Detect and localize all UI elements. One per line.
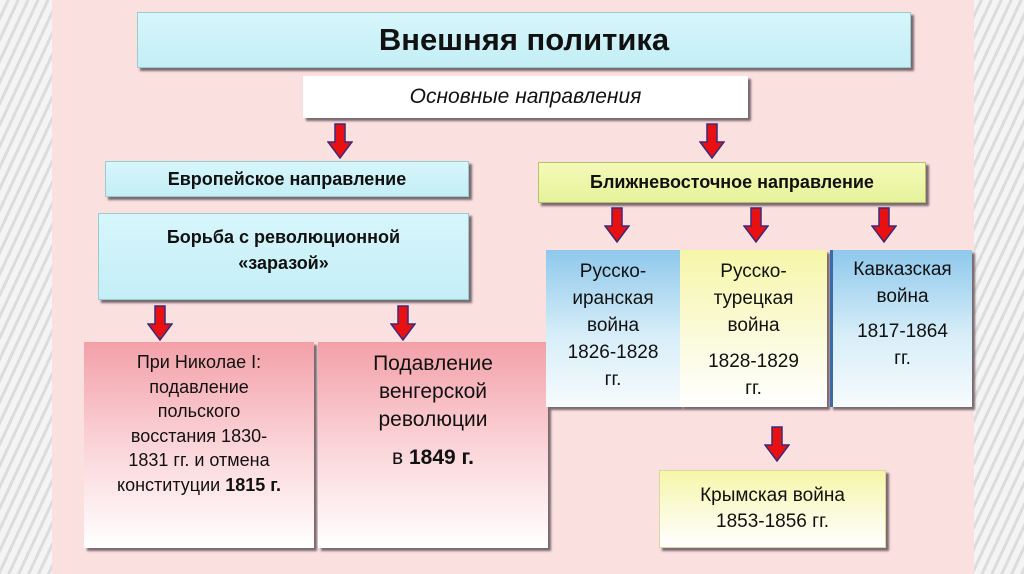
hungary-year-line: в 1849 г. [392,444,474,472]
nicholas-line: При Николае I: [136,352,262,372]
nicholas-line: подавление [149,376,249,397]
war-line: война [727,315,780,336]
nicholas-year: 1815 г. [225,474,281,495]
arrow-down-icon [390,305,416,341]
war-line: Русско- [720,261,787,282]
nicholas-line: 1831 гг. и отмена [128,450,270,470]
europe-heading-box: Европейское направление [105,161,469,197]
hungary-line: Подавление [373,352,493,375]
europe-goal-line: Борьба с революционной [166,227,401,247]
nicholas-box: При Николае I: подавление польского восс… [84,342,314,548]
arrow-down-icon [743,207,769,243]
war-line: иранская [572,288,654,309]
arrow-down-icon [604,207,630,243]
war-line: война [876,286,929,307]
war-box-russo-persian: Русско- иранская война 1826-1828 гг. [546,250,680,407]
crimea-title: Крымская война [700,485,845,506]
war-suffix: гг. [745,378,762,399]
war-dates: 1817-1864 [857,321,948,342]
nicholas-line: польского [157,401,241,421]
arrow-down-icon [699,123,725,159]
nicholas-last-text: конституции [117,474,226,495]
subtitle: Основные направления [409,85,642,108]
war-line: турецкая [713,288,794,309]
europe-goal-box: Борьба с революционной «заразой» [98,213,469,300]
war-dates: 1826-1828 [567,342,659,363]
crimea-dates: 1853-1856 гг. [716,511,829,532]
nicholas-line: конституции 1815 г. [117,473,281,498]
war-box-russo-turkish: Русско- турецкая война 1828-1829 гг. [680,250,827,407]
hungary-line: революции [378,408,488,431]
war-line: Русско- [579,261,647,282]
hungary-year: 1849 г. [408,446,475,469]
nicholas-line: восстания 1830- [130,425,268,446]
arrow-down-icon [327,123,353,159]
war-suffix: гг. [894,348,911,369]
arrow-down-icon [871,207,897,243]
title-box: Внешняя политика [137,12,911,68]
page-title: Внешняя политика [378,22,670,57]
war-dates: 1828-1829 [708,351,799,372]
europe-goal-line: «заразой» [238,253,329,273]
hungary-line: венгерской [378,380,488,403]
war-line: война [586,315,640,336]
arrow-down-icon [147,305,173,341]
hungary-box: Подавление венгерской революции в 1849 г… [318,342,548,548]
war-box-caucasus: Кавказская война 1817-1864 гг. [830,250,972,407]
war-suffix: гг. [604,369,622,390]
europe-heading: Европейское направление [167,168,407,189]
east-heading-box: Ближневосточное направление [538,162,926,203]
hungary-year-prefix: в [391,446,409,469]
crimea-box: Крымская война 1853-1856 гг. [659,470,886,548]
east-heading: Ближневосточное направление [590,172,874,192]
arrow-down-icon [764,426,790,462]
subtitle-box: Основные направления [303,76,748,118]
war-line: Кавказская [853,259,952,280]
